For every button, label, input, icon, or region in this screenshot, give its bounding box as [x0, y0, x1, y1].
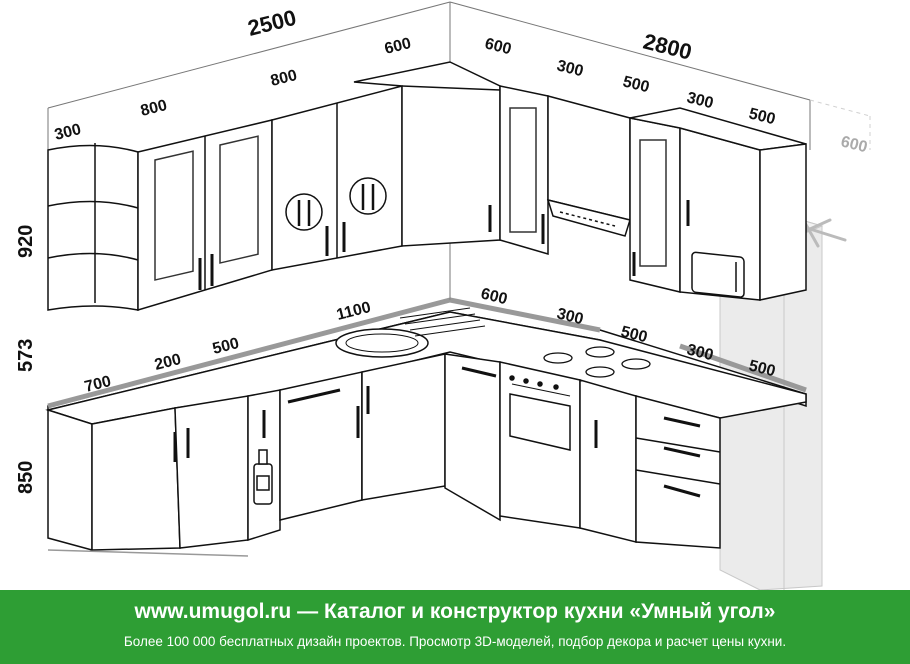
oven-icon — [509, 383, 571, 451]
base-cabinet-sink — [279, 353, 446, 521]
open-shelf-unit — [47, 143, 139, 311]
upper-glass-cabinet-300 — [629, 117, 681, 293]
dim-upper-right-1: 600 — [483, 35, 513, 58]
footer-catalog-text: Каталог и конструктор кухни «Умный угол» — [323, 600, 776, 623]
upper-glass-cabinet-right — [499, 85, 549, 255]
hood-cabinet — [546, 95, 631, 237]
dim-height-mid: 573 — [15, 339, 37, 372]
upper-cabinet-cutlery — [271, 85, 403, 271]
dim-upper-right-5: 500 — [747, 105, 777, 128]
dim-upper-right-4: 300 — [685, 89, 715, 112]
dim-counter-right-5: 500 — [747, 357, 777, 380]
footer-subtitle: Более 100 000 бесплатных дизайн проектов… — [123, 634, 787, 649]
base-cabinet-left — [47, 395, 249, 557]
cutlery-icon — [349, 177, 387, 215]
base-cabinet-corner-right — [444, 353, 501, 522]
dim-upper-left-3: 800 — [269, 67, 299, 90]
bottle-cabinet — [247, 389, 281, 542]
dim-counter-right-2: 300 — [555, 305, 585, 328]
footer-site-link[interactable]: www.umugol.ru — [134, 600, 292, 623]
footer-dash-text: — — [297, 600, 319, 623]
base-cabinet-drawers — [579, 379, 721, 549]
bottle-icon — [253, 449, 273, 505]
dim-upper-left-4: 600 — [383, 35, 413, 58]
dim-height-upper: 920 — [15, 225, 37, 258]
dim-upper-left-1: 300 — [53, 121, 83, 144]
dim-upper-right-2: 300 — [555, 57, 585, 80]
footer-banner: www.umugol.ru — Каталог и конструктор ку… — [0, 590, 910, 664]
dim-height-base: 850 — [15, 461, 37, 494]
dim-counter-right-3: 500 — [619, 323, 649, 346]
microwave-icon — [691, 251, 745, 298]
dim-wall-right: 2800 — [641, 29, 695, 65]
microwave-cabinet — [629, 107, 807, 301]
dim-upper-fridge: 600 — [839, 133, 869, 156]
dim-counter-right-1: 600 — [479, 285, 509, 308]
kitchen-layout-drawing: 2500 2800 300 800 800 600 600 300 500 30… — [15, 1, 871, 590]
dim-upper-right-3: 500 — [621, 73, 651, 96]
dim-upper-left-2: 800 — [139, 97, 169, 120]
dim-counter-right-4: 300 — [685, 341, 715, 364]
hood-icon — [546, 198, 631, 237]
sink-icon — [335, 307, 486, 358]
hob-icon — [543, 346, 651, 378]
dim-counter-left-2: 200 — [153, 351, 183, 374]
oven — [499, 361, 581, 529]
dim-counter-left-1: 700 — [83, 373, 113, 396]
dim-wall-left: 2500 — [245, 5, 299, 41]
footer-title: www.umugol.ru — Каталог и конструктор ку… — [0, 600, 910, 624]
dim-counter-left-3: 500 — [211, 335, 241, 358]
upper-glass-cabinet-left — [137, 119, 273, 312]
cutlery-icon — [285, 193, 323, 231]
